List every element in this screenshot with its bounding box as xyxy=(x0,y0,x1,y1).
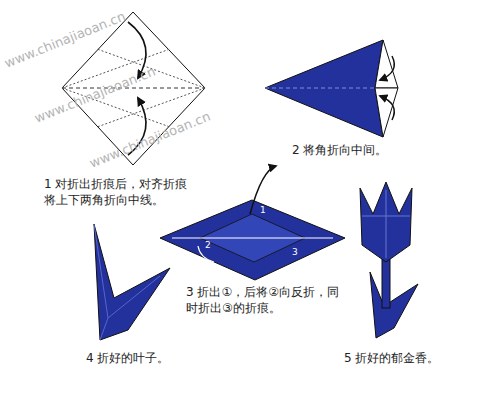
step4-leaf xyxy=(94,224,170,340)
step2-kite xyxy=(265,40,398,137)
step5-tulip xyxy=(360,182,418,338)
callout-number: 3 xyxy=(292,248,298,257)
callout-number: 1 xyxy=(260,206,266,215)
step-caption: 1 对折出折痕后，对齐折痕将上下两角折向中线。 xyxy=(44,176,190,208)
step3-diamond xyxy=(160,166,345,280)
step-caption: 2 将角折向中间。 xyxy=(292,142,387,158)
step-caption: 3 折出①，后将②向反折，同时折出③的折痕。 xyxy=(186,284,346,316)
step-caption: 5 折好的郁金香。 xyxy=(344,350,439,366)
callout-number: 2 xyxy=(205,241,211,250)
step-caption: 4 折好的叶子。 xyxy=(86,350,169,366)
